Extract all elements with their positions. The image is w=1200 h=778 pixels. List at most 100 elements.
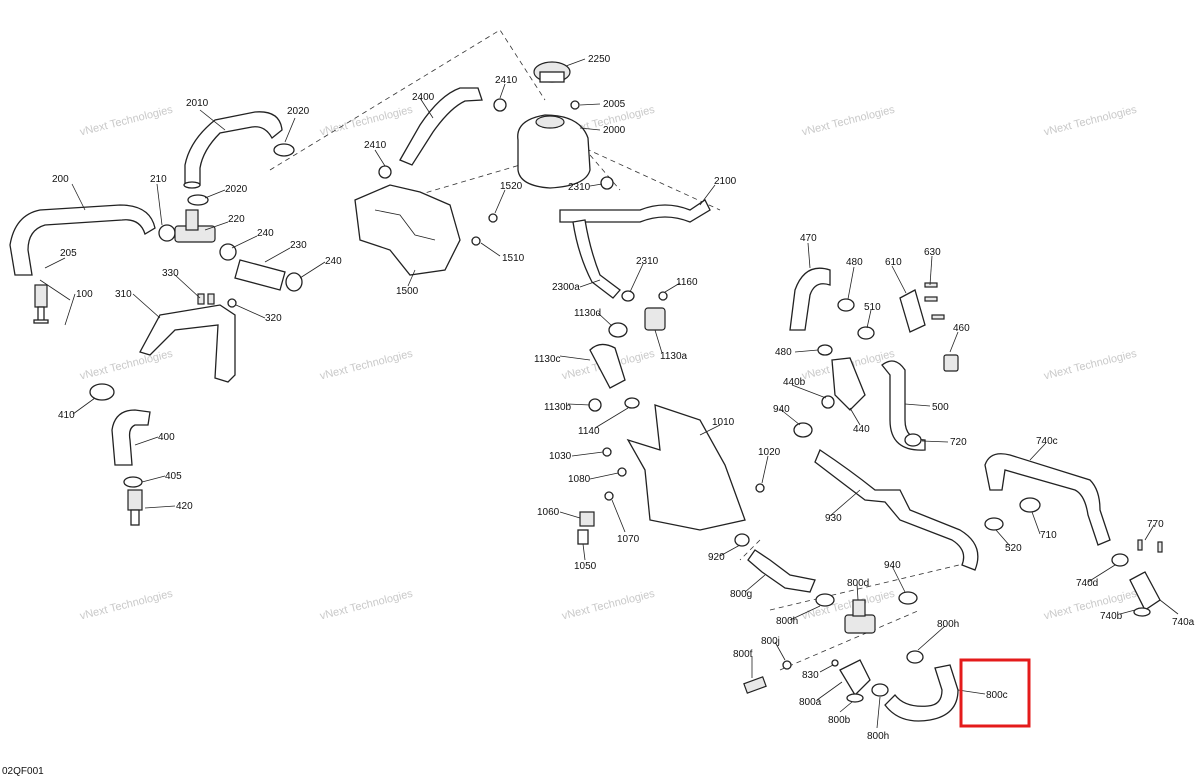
callout-405: 405 (165, 471, 182, 482)
callout-2250: 2250 (588, 54, 611, 65)
clamp-920 (734, 533, 750, 547)
clamp-740d (1111, 553, 1129, 567)
tee-fitting-220 (174, 209, 216, 243)
callout-2100: 2100 (714, 176, 737, 187)
callout-210: 210 (150, 174, 167, 185)
callout-500: 500 (932, 402, 949, 413)
callout-1140: 1140 (578, 426, 600, 437)
sensor-100 (33, 284, 49, 324)
callout-410: 410 (58, 410, 75, 421)
highlight-box-800c (959, 658, 1031, 728)
callout-800h-2: 800h (937, 619, 959, 630)
callout-2005: 2005 (603, 99, 626, 110)
callout-1160: 1160 (676, 277, 698, 288)
callout-480-a: 480 (846, 257, 863, 268)
clamp-210 (158, 224, 176, 242)
callout-800b: 800b (828, 715, 851, 726)
callout-800g: 800g (730, 589, 752, 600)
callout-2410-b: 2410 (364, 140, 387, 151)
cap-2250 (533, 61, 571, 83)
callout-200: 200 (52, 174, 69, 185)
screws-330 (197, 293, 215, 305)
callout-460: 460 (953, 323, 970, 334)
hose-2100 (559, 199, 711, 223)
hose-740c (984, 453, 1111, 546)
callout-1510: 1510 (502, 253, 525, 264)
bolt-1520 (488, 213, 498, 223)
callout-310: 310 (115, 289, 132, 300)
callout-800f: 800f (733, 649, 753, 660)
fitting-800a (839, 659, 871, 697)
callout-240-a: 240 (257, 228, 274, 239)
hose-230 (234, 259, 286, 291)
callout-2410-a: 2410 (495, 75, 518, 86)
watermark: vNext Technologies (319, 588, 415, 623)
bolt-1510 (471, 236, 481, 246)
clamp-1130d (608, 322, 628, 338)
callout-930: 930 (825, 513, 842, 524)
watermark: vNext Technologies (801, 104, 897, 139)
callout-240-b: 240 (325, 256, 342, 267)
washer-800j (782, 660, 792, 670)
callout-770: 770 (1147, 519, 1164, 530)
watermark: vNext Technologies (319, 104, 415, 139)
callout-205: 205 (60, 248, 77, 259)
hose-200 (9, 204, 156, 276)
hose-400 (111, 409, 151, 466)
callout-800h-1: 800h (776, 616, 798, 627)
clamp-410 (89, 383, 115, 401)
callout-1130d: 1130d (574, 308, 601, 319)
clamp-520 (984, 517, 1004, 531)
callout-480-b: 480 (775, 347, 792, 358)
clamp-510 (857, 326, 875, 340)
clamp-940-right (898, 591, 918, 605)
callout-800j: 800j (761, 636, 780, 647)
hose-800c (884, 664, 959, 722)
callout-470: 470 (800, 233, 817, 244)
sensor-800f (743, 676, 767, 694)
callout-630: 630 (924, 247, 941, 258)
clip-1050 (577, 529, 589, 545)
callout-2000: 2000 (603, 125, 626, 136)
hose-2010 (183, 111, 283, 189)
callout-1500: 1500 (396, 286, 419, 297)
watermark: vNext Technologies (1043, 588, 1139, 623)
clamp-800h-bottom (871, 683, 889, 697)
hose-930 (814, 449, 979, 571)
clamp-480-top (837, 298, 855, 312)
sensor-420 (127, 489, 143, 526)
callout-1070: 1070 (617, 534, 640, 545)
callout-2310-b: 2310 (636, 256, 659, 267)
callout-1130a: 1130a (660, 351, 688, 362)
hose-2400 (399, 87, 483, 166)
callout-440b: 440b (783, 377, 806, 388)
nut-1030 (602, 447, 612, 457)
callout-800h-3: 800h (867, 731, 889, 742)
hose-800g (747, 549, 816, 593)
sensor-460 (943, 354, 959, 372)
screws-770 (1137, 539, 1163, 553)
clamp-800h-right (906, 650, 924, 664)
screw-2005 (570, 100, 580, 110)
oring-1130b (588, 398, 602, 412)
watermark: vNext Technologies (79, 104, 175, 139)
fitting-440 (831, 357, 866, 411)
callout-720: 720 (950, 437, 967, 448)
fitting-1160 (658, 291, 668, 301)
watermark: vNext Technologies (1043, 104, 1139, 139)
clamp-710 (1019, 497, 1041, 513)
callout-1020: 1020 (758, 447, 781, 458)
clamp-240-left (219, 243, 237, 261)
watermark: vNext Technologies (79, 588, 175, 623)
callout-2020-b: 2020 (225, 184, 248, 195)
reservoir-2000 (517, 114, 591, 189)
oring-800b (846, 693, 864, 703)
callout-400: 400 (158, 432, 175, 443)
housing-1130a (644, 307, 666, 331)
assembly-lines (269, 29, 981, 671)
clamp-2310-top (600, 176, 614, 190)
oring-740b (1133, 607, 1151, 617)
callout-940-b: 940 (884, 560, 901, 571)
callout-420: 420 (176, 501, 193, 512)
